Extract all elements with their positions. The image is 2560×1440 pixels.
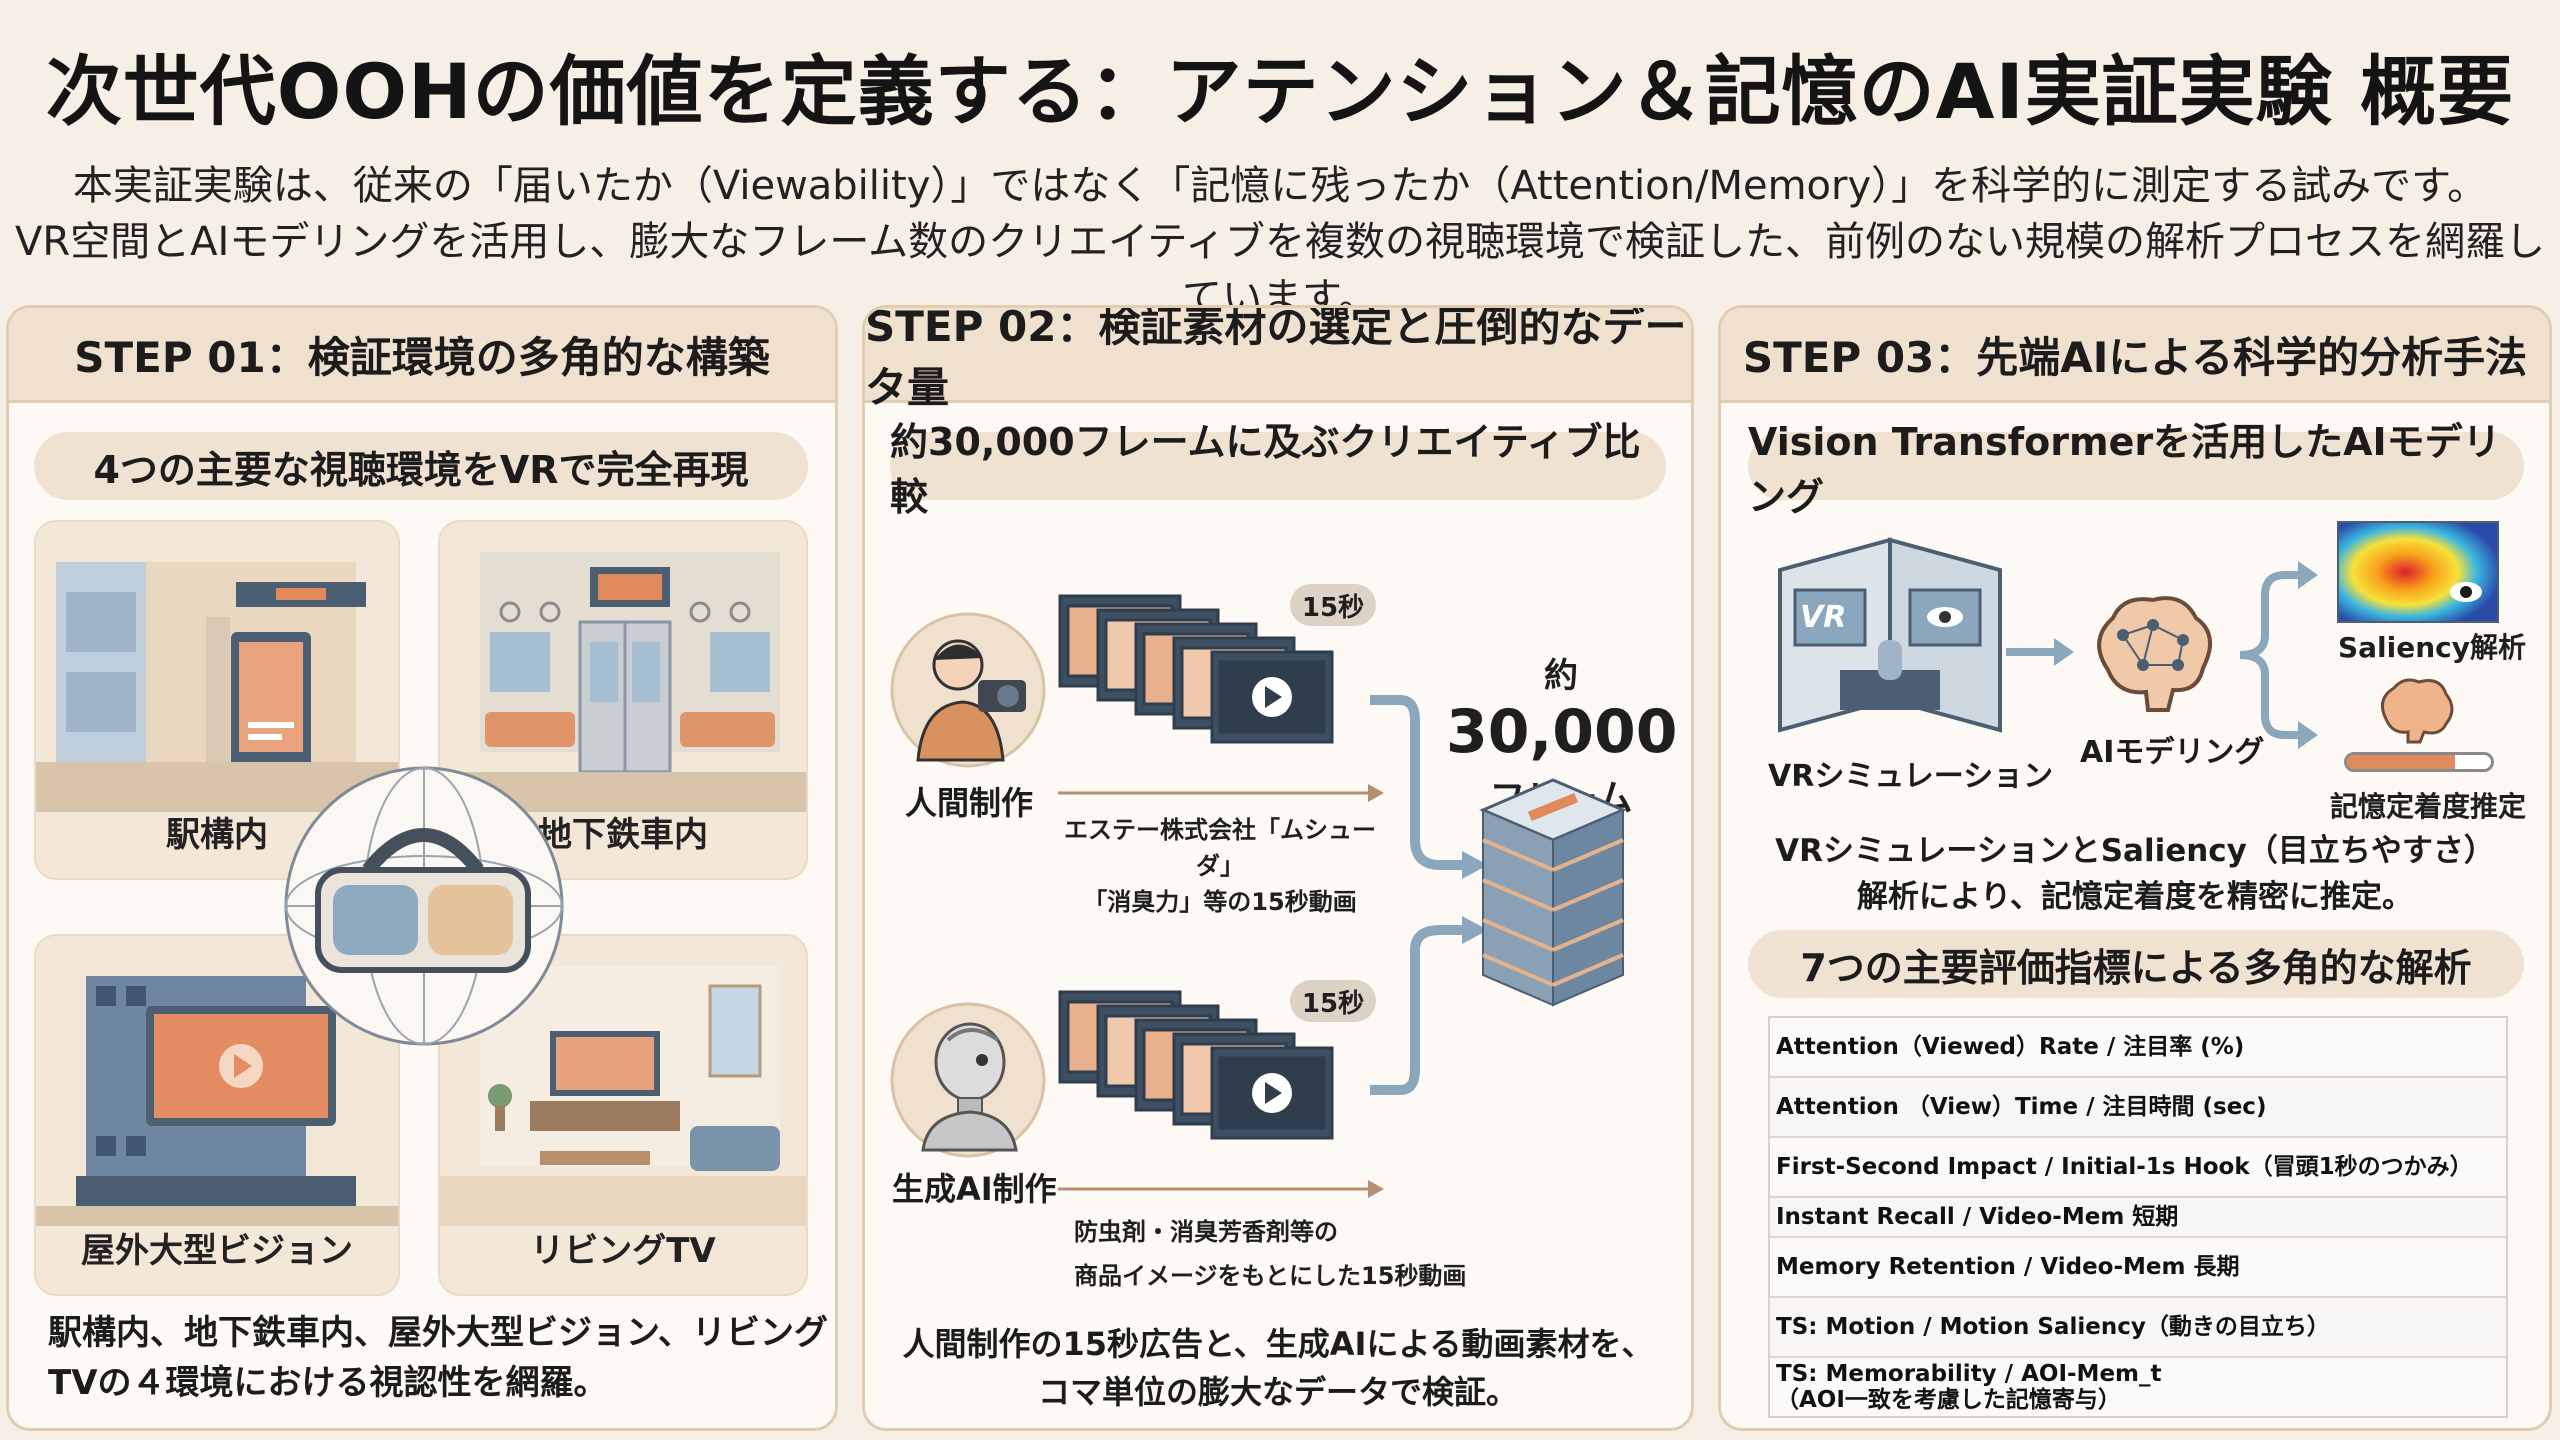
metric-row: Attention （View）Time / 注目時間 (sec)	[1770, 1078, 2506, 1138]
step3-caption-1: VRシミュレーションとSaliency（目立ちやすさ）	[1775, 833, 2495, 869]
step3-header: STEP 03：先端AIによる科学的分析手法	[1721, 308, 2549, 403]
living-illustration	[440, 936, 806, 1226]
saliency-heatmap-icon	[2337, 521, 2499, 623]
metric-row-multiline: TS: Memorability / AOI-Mem_t （AOI一致を考慮した…	[1770, 1358, 2506, 1416]
human-frames-stack	[1058, 594, 1334, 744]
frames-prefix: 約	[1544, 656, 1578, 696]
outdoor-illustration	[36, 936, 398, 1226]
tile-subway-label: 地下鉄車内	[538, 815, 708, 855]
ai-brain-icon	[2097, 596, 2212, 712]
step3-caption: VRシミュレーションとSaliency（目立ちやすさ） 解析により、記憶定着度を…	[1718, 828, 2552, 920]
photographer-icon	[890, 612, 1046, 768]
intro-line-2: VR空間とAIモデリングを活用し、膨大なフレーム数のクリエイティブを複数の視聴環…	[15, 219, 2545, 321]
human-desc: エステー株式会社「ムシューダ」 「消臭力」等の15秒動画	[1050, 812, 1390, 920]
metric-line: TS: Memorability / AOI-Mem_t	[1776, 1361, 2162, 1387]
ai-desc-2: 商品イメージをもとにした15秒動画	[1074, 1262, 1467, 1290]
tile-outdoor: 屋外大型ビジョン	[34, 934, 400, 1296]
saliency-label: Saliency解析	[2338, 631, 2527, 664]
metric-row: Attention（Viewed）Rate / 注目率 (%)	[1770, 1018, 2506, 1078]
step1-caption-1: 駅構内、地下鉄車内、屋外大型ビジョン、リビング	[48, 1313, 828, 1353]
human-label: 人間制作	[905, 784, 1034, 822]
vr-headset-icon	[284, 766, 564, 1046]
ai-robot-icon	[890, 1002, 1046, 1158]
metric-row: Instant Recall / Video-Mem 短期	[1770, 1198, 2506, 1238]
tile-living-label: リビングTV	[530, 1231, 716, 1271]
step2-header: STEP 02：検証素材の選定と圧倒的なデータ量	[865, 308, 1691, 412]
arrow-ai	[1058, 1180, 1384, 1198]
step3-pill: Vision Transformerを活用したAIモデリング	[1748, 420, 2524, 519]
metric-row: First-Second Impact / Initial-1s Hook（冒頭…	[1770, 1138, 2506, 1198]
badge-15s-human: 15秒	[1290, 584, 1376, 626]
vr-simulation-icon	[1778, 537, 2002, 733]
ai-frames-stack	[1058, 990, 1334, 1140]
intro-line-1: 本実証実験は、従来の「届いたか（Viewability）」ではなく「記憶に残った…	[72, 163, 2488, 209]
human-desc-1: エステー株式会社「ムシューダ」	[1064, 816, 1376, 880]
ai-desc-1: 防虫剤・消臭芳香剤等の	[1074, 1218, 1338, 1246]
branch-arrows	[2240, 561, 2318, 749]
vr-screen-text: VR	[1800, 600, 1847, 635]
step2-caption: 人間制作の15秒広告と、生成AIによる動画素材を、 コマ単位の膨大なデータで検証…	[862, 1320, 1694, 1416]
memory-brain-icon	[2380, 678, 2454, 744]
step3-pill-2: 7つの主要評価指標による多角的な解析	[1748, 930, 2524, 998]
step1-pill: 4つの主要な視聴環境をVRで完全再現	[34, 432, 808, 500]
badge-15s-ai: 15秒	[1290, 980, 1376, 1022]
tile-outdoor-label: 屋外大型ビジョン	[81, 1231, 353, 1271]
page-title: 次世代OOHの価値を定義する：アテンション＆記憶のAI実証実験 概要	[45, 47, 2515, 136]
step1-caption: 駅構内、地下鉄車内、屋外大型ビジョン、リビング TVの４環境における視認性を網羅…	[48, 1308, 828, 1408]
ai-desc: 防虫剤・消臭芳香剤等の 商品イメージをもとにした15秒動画	[1074, 1210, 1514, 1298]
station-illustration	[36, 522, 398, 812]
vr-simulation-label: VRシミュレーション	[1768, 759, 2054, 794]
step1-header: STEP 01：検証環境の多角的な構築	[9, 308, 835, 403]
tile-station-label: 駅構内	[166, 815, 268, 855]
subway-illustration	[440, 522, 806, 812]
tile-living: リビングTV	[438, 934, 808, 1296]
intro-text: 本実証実験は、従来の「届いたか（Viewability）」ではなく「記憶に残った…	[0, 158, 2560, 326]
tile-subway: 地下鉄車内	[438, 520, 808, 880]
database-stack-icon	[1479, 778, 1627, 1007]
arrow-vr-to-ai	[2006, 638, 2074, 666]
step2-pill: 約30,000フレームに及ぶクリエイティブ比較	[890, 420, 1666, 519]
tile-station: 駅構内	[34, 520, 400, 880]
memory-bar-fill	[2347, 755, 2455, 769]
memory-label: 記憶定着度推定	[2330, 790, 2527, 823]
metrics-table: Attention（Viewed）Rate / 注目率 (%) Attentio…	[1768, 1016, 2508, 1418]
metric-line: （AOI一致を考慮した記憶寄与）	[1776, 1387, 2121, 1413]
step2-caption-2: コマ単位の膨大なデータで検証。	[1037, 1373, 1518, 1411]
metric-row: Memory Retention / Video-Mem 長期	[1770, 1238, 2506, 1298]
arrow-human	[1058, 784, 1384, 802]
step1-caption-2: TVの４環境における視認性を網羅。	[48, 1363, 608, 1403]
frames-number: 30,000	[1446, 697, 1678, 767]
human-desc-2: 「消臭力」等の15秒動画	[1083, 888, 1357, 916]
memory-bar	[2344, 752, 2494, 772]
step2-caption-1: 人間制作の15秒広告と、生成AIによる動画素材を、	[902, 1325, 1654, 1363]
ai-modeling-label: AIモデリング	[2080, 735, 2265, 770]
metric-row: TS: Motion / Motion Saliency（動きの目立ち）	[1770, 1298, 2506, 1358]
ai-label: 生成AI制作	[892, 1170, 1057, 1208]
arrows-to-database	[1370, 695, 1488, 1095]
step3-caption-2: 解析により、記憶定着度を精密に推定。	[1856, 879, 2414, 915]
